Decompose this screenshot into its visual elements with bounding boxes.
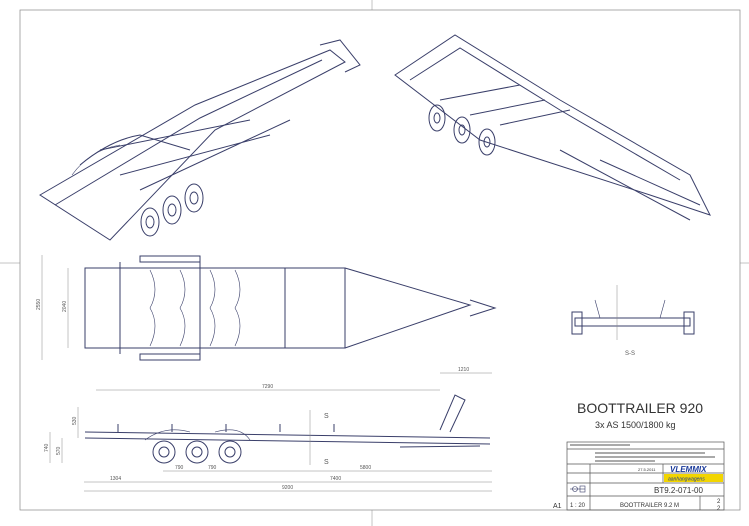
section-marker-bottom: S [324, 459, 329, 466]
title-block-fine-text [570, 444, 715, 462]
title-block [566, 441, 725, 511]
isometric-view-front [394, 34, 711, 221]
dim-winch-offset: 1210 [458, 367, 469, 373]
drawing-subtitle: 3x AS 1500/1800 kg [595, 420, 676, 430]
section-label: S-S [625, 351, 635, 357]
drawing-date: 27.5.2011 [638, 467, 656, 472]
drawing-number: BT9.2-071-00 [654, 486, 703, 495]
dim-top-outer: 2550 [36, 299, 42, 310]
drawing-title: BOOTTRAILER 920 [577, 400, 703, 416]
drawing-scale: 1 : 20 [570, 503, 586, 509]
top-view [84, 255, 497, 361]
drawing-description: BOOTTRAILER 9.2 M [620, 503, 679, 509]
side-view-dimensions [49, 372, 492, 492]
dim-axle-spacing-1: 790 [175, 465, 184, 471]
dim-rear-length: 7400 [330, 476, 341, 482]
dim-top-inner: 2040 [62, 301, 68, 312]
side-view [84, 394, 491, 464]
top-view-dimensions [41, 255, 69, 360]
sheet-number: 2 [717, 499, 721, 505]
dim-height-bunk: 530 [72, 416, 78, 425]
isometric-view-rear [39, 39, 361, 241]
sheet-size: A1 [553, 503, 562, 510]
brand-sub: aanhangwagens [668, 477, 705, 483]
brand-bar [664, 474, 723, 482]
dim-front-axle: 1304 [110, 476, 121, 482]
brand-logo: VLEMMIX [670, 465, 707, 474]
section-marker-top: S [324, 413, 329, 420]
section-view [571, 285, 695, 340]
drawing-frame [19, 9, 741, 511]
sheet-count: 2 [717, 506, 721, 512]
dim-drawbar: 5800 [360, 465, 371, 471]
dim-height-frame: 570 [56, 446, 62, 455]
dim-overall-length: 9200 [282, 485, 293, 491]
projection-symbol-icon [570, 485, 586, 493]
dim-bed-length: 7290 [262, 384, 273, 390]
dim-axle-spacing-2: 790 [208, 465, 217, 471]
dim-height-total: 740 [44, 443, 50, 452]
